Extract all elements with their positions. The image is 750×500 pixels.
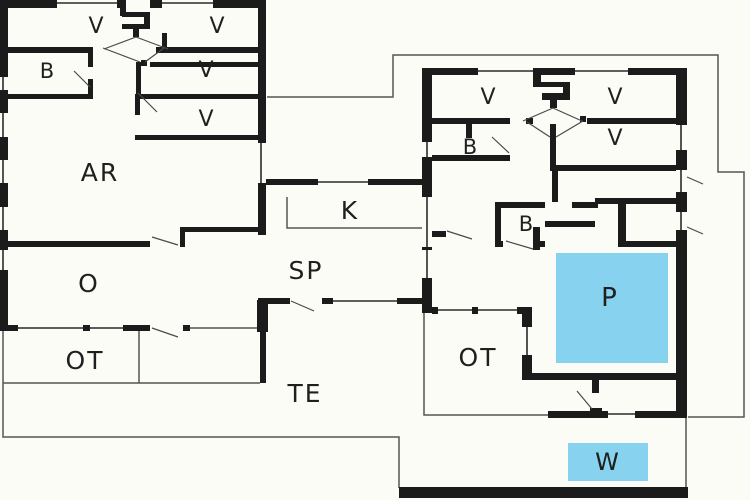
window-lines — [2, 2, 682, 415]
room-label-sun-porch: SP — [289, 256, 324, 285]
walls — [0, 0, 688, 498]
room-label-pool: P — [601, 283, 619, 313]
room-label-whirlpool: W — [595, 448, 621, 476]
room-label-main-bedroom-low: V — [198, 107, 215, 132]
room-label-main-bedroom-ne: V — [209, 14, 226, 39]
pool-rect — [556, 253, 668, 363]
room-label-annex-bath-lower: B — [519, 212, 535, 236]
door-swing-lines — [73, 36, 704, 410]
room-label-annex-bedroom-ne: V — [607, 85, 624, 110]
room-label-terrace: TE — [286, 379, 322, 408]
room-label-dining-room: O — [78, 269, 100, 298]
room-label-annex-utility: OT — [459, 343, 498, 372]
room-label-annex-bedroom-nw: V — [480, 85, 497, 110]
room-label-kitchen: K — [341, 196, 359, 225]
room-label-main-bedroom-nw: V — [88, 14, 105, 39]
room-label-annex-bath-upper: B — [463, 135, 479, 159]
room-label-main-bedroom-mid: V — [198, 58, 215, 83]
room-label-main-utility: OT — [66, 346, 105, 375]
room-label-main-bath: B — [40, 59, 56, 83]
room-label-annex-bedroom-mid: V — [607, 126, 624, 151]
room-label-living-room: AR — [81, 158, 119, 187]
site-outline-lines — [2, 54, 745, 488]
whirlpool-rect — [568, 443, 648, 481]
